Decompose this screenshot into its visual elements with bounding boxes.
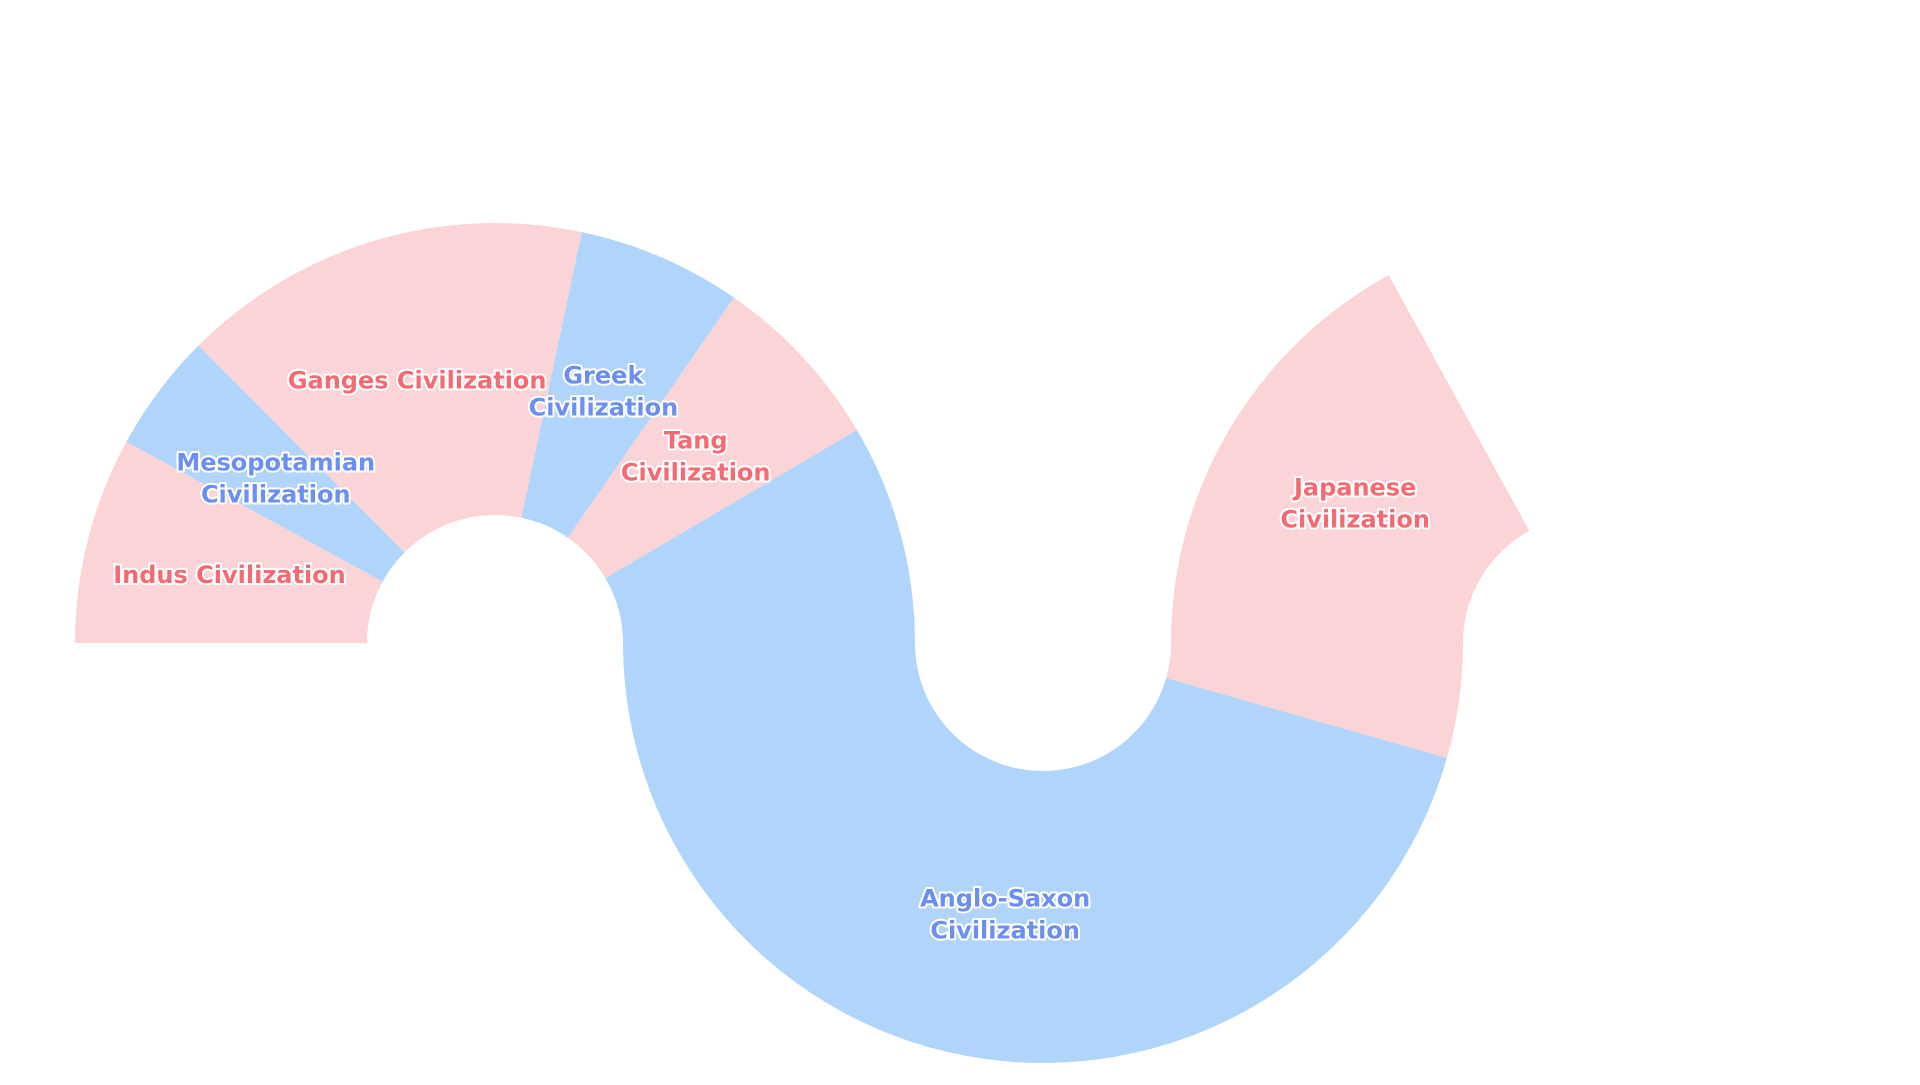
- slice-tang-civilization[interactable]: [567, 297, 857, 579]
- slice-mesopotamian-civilization[interactable]: [126, 345, 405, 582]
- slice-anglo-saxon-civilization[interactable]: [605, 429, 915, 643]
- slice-indus-civilization[interactable]: [75, 441, 383, 643]
- slice-japanese-civilization[interactable]: [1171, 274, 1530, 643]
- slice-label-indus-civilization: Indus Civilization: [113, 561, 346, 589]
- slice-anglo-saxon-civilization[interactable]: [623, 643, 1447, 1064]
- slice-ganges-civilization[interactable]: [198, 223, 582, 553]
- slice-japanese-civilization[interactable]: [1166, 643, 1463, 758]
- slices-layer: [75, 223, 1530, 1064]
- slice-greek-civilization[interactable]: [521, 232, 734, 538]
- slice-label-ganges-civilization: Ganges Civilization: [288, 366, 547, 394]
